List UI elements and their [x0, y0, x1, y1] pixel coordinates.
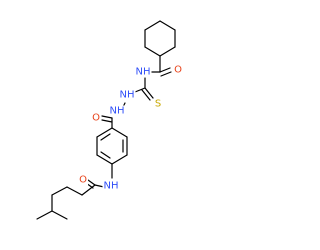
- nitrogen-label: NH: [120, 90, 135, 101]
- bond: [100, 151, 111, 159]
- bond: [51, 210, 68, 220]
- label-background: [153, 98, 163, 110]
- nitrogen-label: NH: [136, 67, 151, 78]
- bond: [111, 127, 128, 138]
- bond: [141, 89, 151, 101]
- label-background: [118, 89, 136, 101]
- nitrogen-label: NH: [110, 106, 125, 117]
- label-background: [102, 180, 120, 192]
- bond: [144, 87, 154, 99]
- molecule-structure: O NH S NH NH O NH O: [36, 20, 184, 220]
- label-background: [134, 66, 152, 78]
- bond: [87, 179, 96, 186]
- label-background: [78, 174, 89, 186]
- nitrogen-label: NH: [104, 181, 119, 192]
- bond: [100, 133, 111, 141]
- bond-layer: [36, 20, 176, 220]
- oxygen-label: O: [79, 175, 87, 186]
- bond: [111, 154, 128, 165]
- bond: [101, 119, 113, 123]
- bond: [144, 20, 161, 31]
- atom-label-layer: O NH S NH NH O NH O: [78, 64, 184, 192]
- bond: [81, 184, 96, 196]
- oxygen-label: O: [92, 113, 100, 124]
- bond: [159, 46, 176, 57]
- bond: [96, 127, 113, 138]
- bond: [159, 20, 176, 31]
- bond: [66, 186, 83, 196]
- label-background: [173, 64, 184, 76]
- bond: [36, 210, 53, 220]
- bond: [101, 115, 113, 119]
- bond: [144, 46, 161, 57]
- oxygen-label: O: [174, 65, 182, 76]
- sulfur-label: S: [155, 99, 161, 110]
- bond: [96, 154, 113, 165]
- bond: [159, 67, 171, 73]
- bond: [51, 186, 68, 196]
- bond: [160, 71, 172, 77]
- bond: [134, 87, 146, 93]
- label-background: [108, 105, 126, 117]
- label-background: [91, 112, 102, 124]
